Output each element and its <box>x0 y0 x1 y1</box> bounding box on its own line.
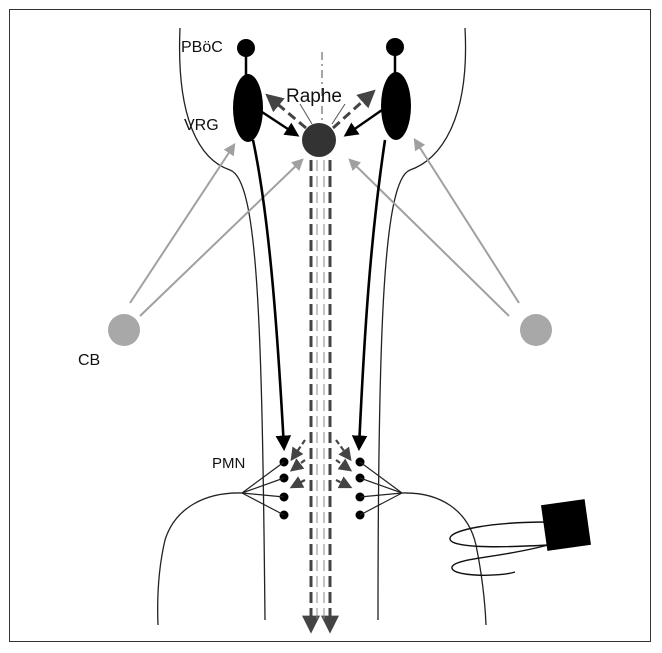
raphe-nucleus <box>302 123 336 157</box>
vrg-left-neuron <box>233 74 263 142</box>
pmn-motoneurons-right <box>356 458 365 520</box>
pmn-raphe-inputs <box>292 440 350 487</box>
vrg-label: VRG <box>184 117 219 134</box>
right-vrg-to-raphe-arrow <box>346 110 382 135</box>
pboc-neurons <box>237 38 404 80</box>
pboc-label: PBöC <box>181 39 223 56</box>
raphe-tract-inner <box>317 160 324 620</box>
cb-left-to-vrg-arrow <box>130 145 234 303</box>
cb-left-to-raphe-arrow <box>140 160 302 316</box>
raphe-label: Raphe <box>286 86 342 107</box>
raphe-descending-tracts <box>311 160 330 630</box>
bulbospinal-tracts <box>253 140 385 448</box>
cb-label: CB <box>78 352 100 369</box>
pmn-motoneurons-left <box>280 458 289 520</box>
square-electrode-icon <box>450 499 591 575</box>
pmn-label: PMN <box>212 455 245 472</box>
vrg-right-neuron <box>381 72 411 140</box>
pboc-left-neuron <box>237 39 255 57</box>
cb-right-body <box>520 314 552 346</box>
pboc-right-neuron <box>386 38 404 56</box>
right-bulbospinal-tract <box>359 140 385 448</box>
cb-right-to-vrg-arrow <box>415 140 519 303</box>
cb-left-body <box>108 314 140 346</box>
shoulder-outline-left <box>158 493 242 625</box>
